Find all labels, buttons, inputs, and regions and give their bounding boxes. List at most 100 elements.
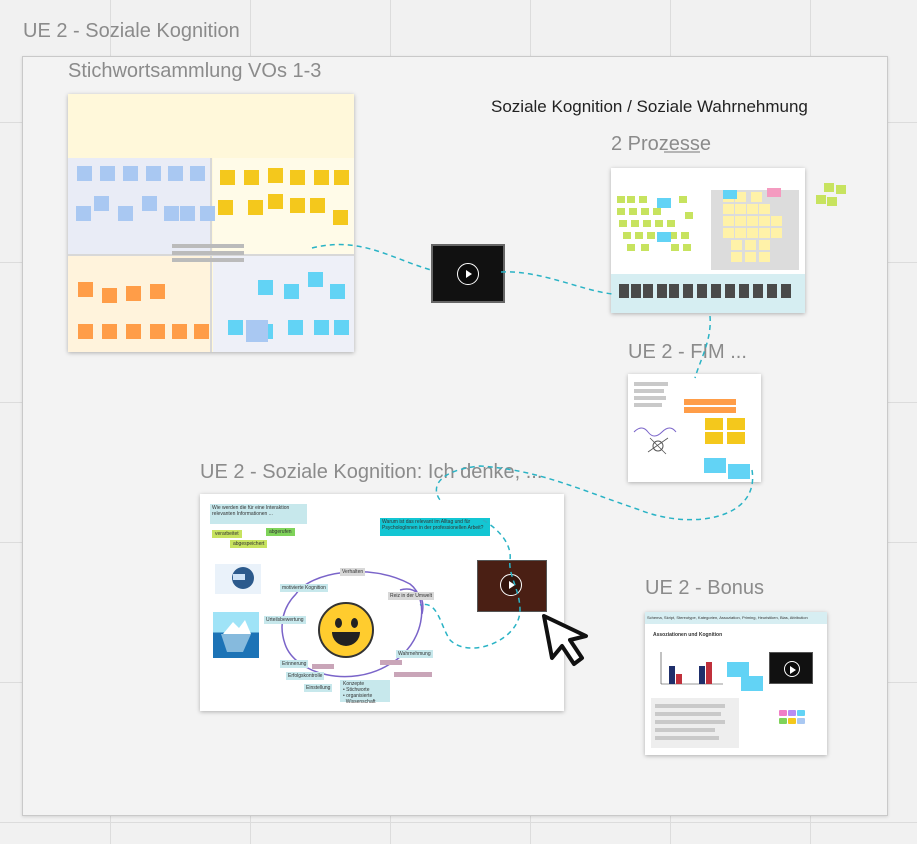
sticky-note[interactable] bbox=[617, 196, 625, 203]
sticky-note[interactable] bbox=[310, 198, 325, 213]
sticky-note[interactable] bbox=[617, 208, 625, 215]
sticky-note[interactable] bbox=[194, 324, 209, 339]
play-icon[interactable] bbox=[457, 263, 479, 285]
sticky-note[interactable] bbox=[627, 244, 635, 251]
label-wahrnehmung[interactable]: Wahrnehmung bbox=[396, 650, 433, 658]
sticky-note[interactable] bbox=[735, 192, 746, 202]
sticky-note[interactable] bbox=[631, 220, 639, 227]
sticky-note[interactable] bbox=[290, 198, 305, 213]
sticky-note[interactable] bbox=[669, 284, 679, 298]
sticky-note[interactable] bbox=[731, 252, 742, 262]
sticky-note[interactable] bbox=[747, 228, 758, 238]
sticky-note[interactable] bbox=[735, 204, 746, 214]
sticky-note[interactable] bbox=[731, 240, 742, 250]
sticky-note[interactable] bbox=[816, 195, 826, 204]
sticky-note[interactable] bbox=[142, 196, 157, 211]
sticky-note[interactable] bbox=[653, 208, 661, 215]
sticky-note[interactable] bbox=[619, 284, 629, 298]
sticky-note[interactable] bbox=[228, 320, 243, 335]
sticky-note[interactable] bbox=[248, 200, 263, 215]
question-box[interactable]: Wie werden die für eine Interaktion rele… bbox=[210, 504, 307, 524]
sticky-note[interactable] bbox=[619, 220, 627, 227]
sticky-note[interactable] bbox=[334, 170, 349, 185]
sticky-note[interactable] bbox=[753, 284, 763, 298]
label-erinnerung[interactable]: Erinnerung bbox=[280, 660, 309, 668]
sticky-note[interactable] bbox=[290, 170, 305, 185]
sticky-note[interactable] bbox=[836, 185, 846, 194]
sticky-note[interactable] bbox=[635, 232, 643, 239]
sticky-note[interactable] bbox=[627, 196, 635, 203]
sticky-note[interactable] bbox=[629, 208, 637, 215]
sticky-note[interactable] bbox=[824, 183, 834, 192]
sticky-note[interactable] bbox=[747, 204, 758, 214]
frame-title-ich-denke[interactable]: UE 2 - Soziale Kognition: Ich denke, ... bbox=[200, 461, 543, 483]
frame-stichwort[interactable] bbox=[68, 94, 354, 352]
sticky-note[interactable] bbox=[164, 206, 179, 221]
sticky-note[interactable] bbox=[123, 166, 138, 181]
sticky-note[interactable] bbox=[683, 244, 691, 251]
tag-abgerufen[interactable]: abgerufen bbox=[266, 528, 295, 536]
label-reiz[interactable]: Reiz in der Umwelt bbox=[388, 592, 434, 600]
sticky-note[interactable] bbox=[711, 284, 721, 298]
sticky-note[interactable] bbox=[308, 272, 323, 287]
sticky-note[interactable] bbox=[244, 170, 259, 185]
sticky-note[interactable] bbox=[643, 284, 653, 298]
sticky-note[interactable] bbox=[759, 252, 770, 262]
sticky-note[interactable] bbox=[220, 170, 235, 185]
sticky-note[interactable] bbox=[727, 662, 749, 677]
sticky-note[interactable] bbox=[723, 216, 734, 226]
sticky-note[interactable] bbox=[94, 196, 109, 211]
sticky-note[interactable] bbox=[102, 324, 117, 339]
sticky-note[interactable] bbox=[333, 210, 348, 225]
label-erfolg[interactable]: Erfolgskontrolle bbox=[286, 672, 325, 680]
sticky-note[interactable] bbox=[827, 197, 837, 206]
sticky-note[interactable] bbox=[643, 220, 651, 227]
sticky-note[interactable] bbox=[747, 216, 758, 226]
sticky-note[interactable] bbox=[657, 232, 671, 242]
sticky-note[interactable] bbox=[623, 232, 631, 239]
frame-prozesse[interactable] bbox=[611, 168, 805, 313]
sticky-note[interactable] bbox=[314, 320, 329, 335]
frame-title-prozesse[interactable]: 2 Prozesse bbox=[611, 133, 712, 155]
frame-title-bonus[interactable]: UE 2 - Bonus bbox=[645, 577, 764, 599]
sticky-note[interactable] bbox=[727, 418, 745, 430]
label-einstellung[interactable]: Einstellung bbox=[304, 684, 333, 692]
sticky-note[interactable] bbox=[671, 244, 679, 251]
outer-frame-title[interactable]: UE 2 - Soziale Kognition bbox=[23, 20, 240, 42]
sticky-note[interactable] bbox=[190, 166, 205, 181]
sticky-note[interactable] bbox=[679, 196, 687, 203]
video-player[interactable] bbox=[769, 652, 813, 684]
sticky-note[interactable] bbox=[759, 204, 770, 214]
frame-fim[interactable] bbox=[628, 374, 761, 482]
relevance-box[interactable]: Warum ist das relevant im Alltag und für… bbox=[380, 518, 490, 536]
sticky-note[interactable] bbox=[100, 166, 115, 181]
play-icon[interactable] bbox=[784, 661, 800, 677]
sticky-note[interactable] bbox=[697, 284, 707, 298]
sticky-note[interactable] bbox=[705, 432, 723, 444]
tag-abgespeichert[interactable]: abgespeichert bbox=[230, 540, 268, 548]
sticky-note[interactable] bbox=[751, 192, 762, 202]
sticky-note[interactable] bbox=[246, 320, 268, 342]
sticky-note[interactable] bbox=[771, 216, 782, 226]
sticky-note[interactable] bbox=[771, 228, 782, 238]
sticky-note[interactable] bbox=[77, 166, 92, 181]
sticky-note[interactable] bbox=[739, 284, 749, 298]
sticky-note[interactable] bbox=[657, 198, 671, 208]
board-heading[interactable]: Soziale Kognition / Soziale Wahrnehmung bbox=[491, 97, 808, 116]
sticky-note[interactable] bbox=[330, 284, 345, 299]
sticky-note[interactable] bbox=[723, 228, 734, 238]
video-player[interactable] bbox=[431, 244, 505, 303]
sticky-note[interactable] bbox=[657, 284, 667, 298]
sticky-note[interactable] bbox=[172, 324, 187, 339]
sticky-note[interactable] bbox=[704, 458, 726, 473]
sticky-note[interactable] bbox=[146, 166, 161, 181]
sticky-note[interactable] bbox=[683, 284, 693, 298]
sticky-note[interactable] bbox=[631, 284, 641, 298]
sticky-note[interactable] bbox=[102, 288, 117, 303]
sticky-note[interactable] bbox=[759, 216, 770, 226]
sticky-note[interactable] bbox=[126, 324, 141, 339]
sticky-note[interactable] bbox=[118, 206, 133, 221]
sticky-note[interactable] bbox=[723, 190, 737, 199]
frame-bonus[interactable]: Schema, Skript, Stereotype, Kategorien, … bbox=[645, 612, 827, 755]
sticky-note[interactable] bbox=[334, 320, 349, 335]
